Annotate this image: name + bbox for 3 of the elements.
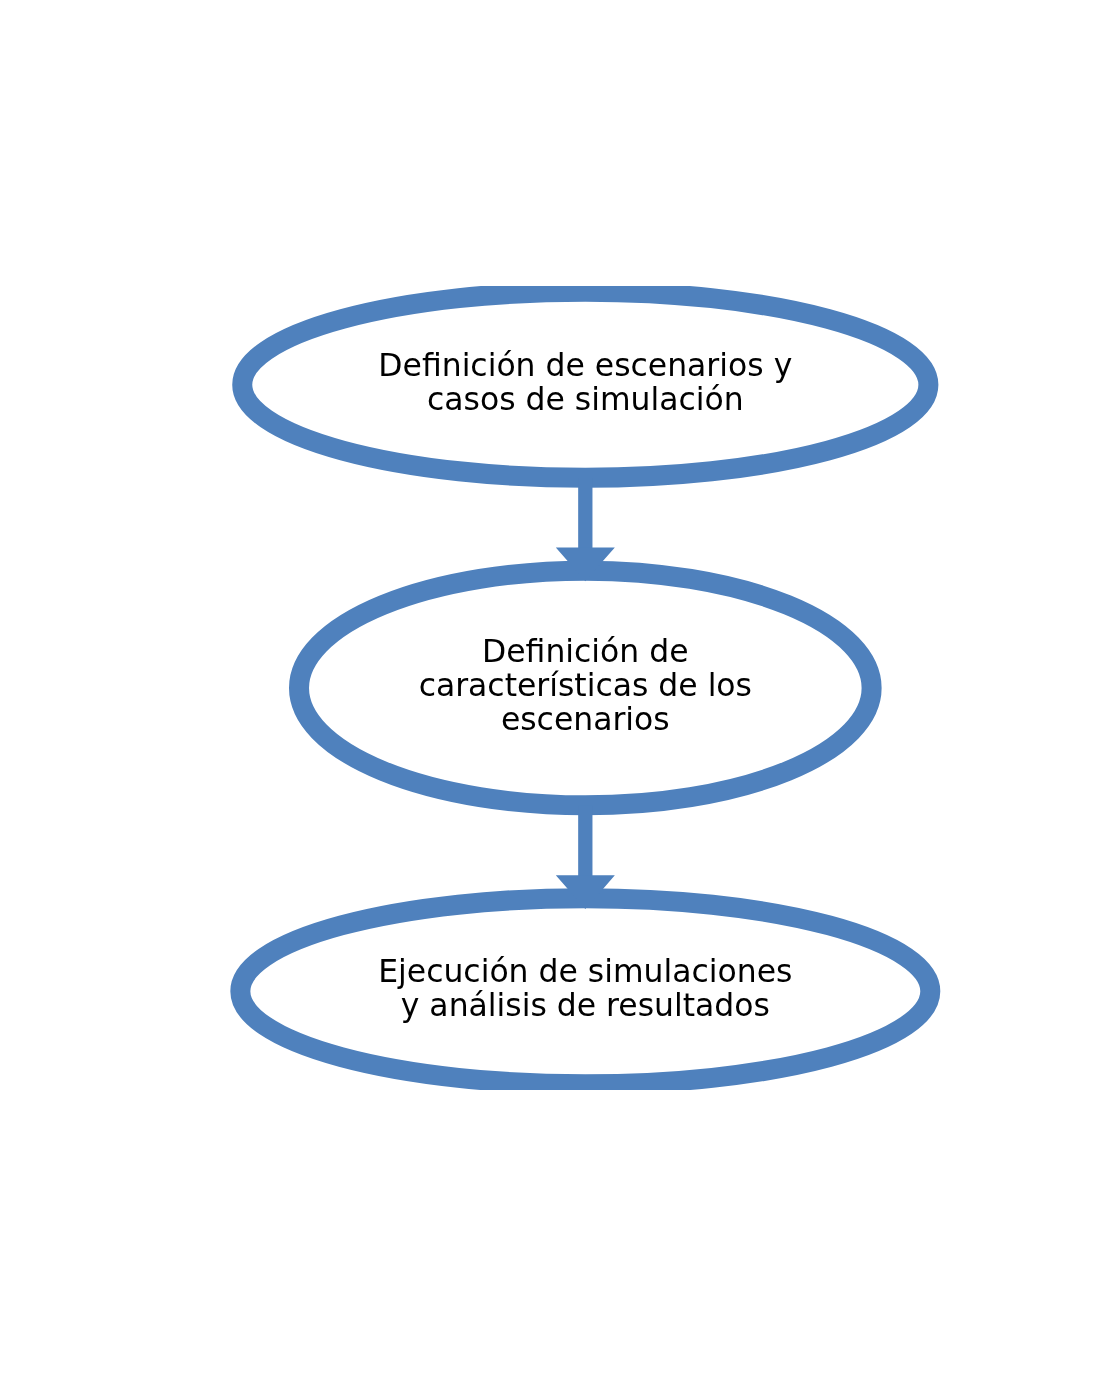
node-ellipse: Definición de características de los escenarios [289, 560, 882, 816]
node-ellipse: Definición de escenarios y casos de simulación [232, 286, 939, 488]
node-ellipse: Ejecución de simulaciones y análisis de resultados [230, 888, 941, 1090]
